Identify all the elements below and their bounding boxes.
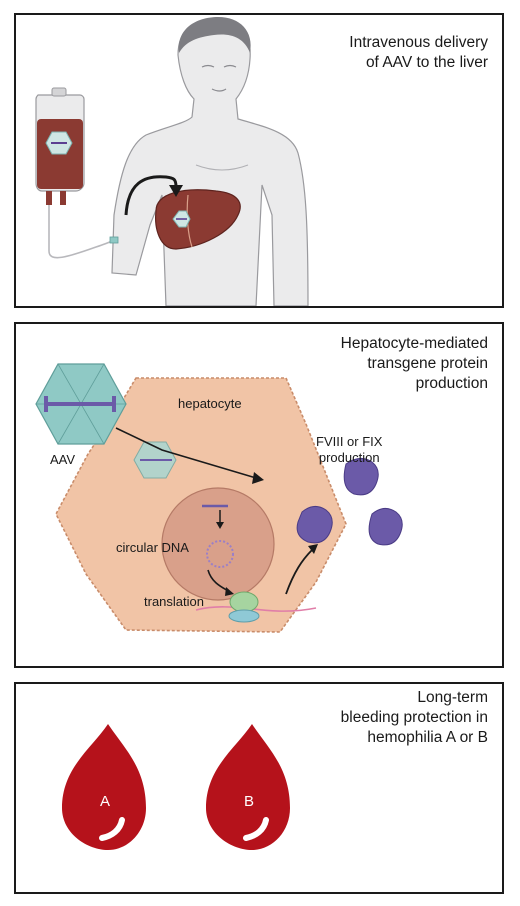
translation-label: translation [144,594,204,609]
nucleus [161,487,275,601]
blood-drops-illustration [62,724,290,850]
panel3-title-line2: bleeding protection in [340,709,488,726]
delivery-arrowhead [169,185,183,197]
hepatocyte-illustration [35,363,403,633]
blood-drop-a [62,724,146,850]
panel1-title-line1: Intravenous delivery [349,34,488,51]
protein-outside-2 [368,508,403,546]
hepatocyte-label: hepatocyte [178,396,242,411]
panel-iv-delivery: Intravenous delivery of AAV to the liver [14,13,504,308]
panel2-title-line1: Hepatocyte-mediated [340,335,488,352]
circular-dna-label: circular DNA [116,540,189,555]
product-label: FVIII or FIX production [316,434,382,466]
panel-hepatocyte-production: Hepatocyte-mediated transgene protein pr… [14,322,504,668]
blood-drop-b [206,724,290,850]
panel2-title-line3: production [415,375,488,392]
iv-delivery-illustration [35,17,309,306]
protein-inside [296,506,333,544]
product-label-line2: production [318,450,380,465]
human-body [111,17,309,306]
ribosome-small [228,609,260,623]
iv-bag [35,87,119,259]
panel2-title: Hepatocyte-mediated transgene protein pr… [341,334,488,394]
circular-dna [206,540,234,568]
delivery-arrow [124,175,178,216]
panel1-title: Intravenous delivery of AAV to the liver [349,33,488,73]
ribosome-large [229,591,259,613]
drop-b-label: B [244,793,255,810]
drop-a-label: A [100,793,111,810]
panel3-title-line3: hemophilia A or B [367,729,488,746]
panel1-title-line2: of AAV to the liver [365,54,488,71]
protein-outside-1 [343,458,379,496]
liver [155,189,241,250]
product-label-line1: FVIII or FIX [316,434,383,449]
aav-label: AAV [50,452,76,467]
panel2-title-line2: transgene protein [367,355,488,372]
aav-capsid-large [35,363,127,445]
panel3-title: Long-term bleeding protection in hemophi… [341,688,488,748]
panel-bleeding-protection: A B Long-term bleeding protection in hem… [14,682,504,894]
panel3-title-line1: Long-term [417,689,488,706]
